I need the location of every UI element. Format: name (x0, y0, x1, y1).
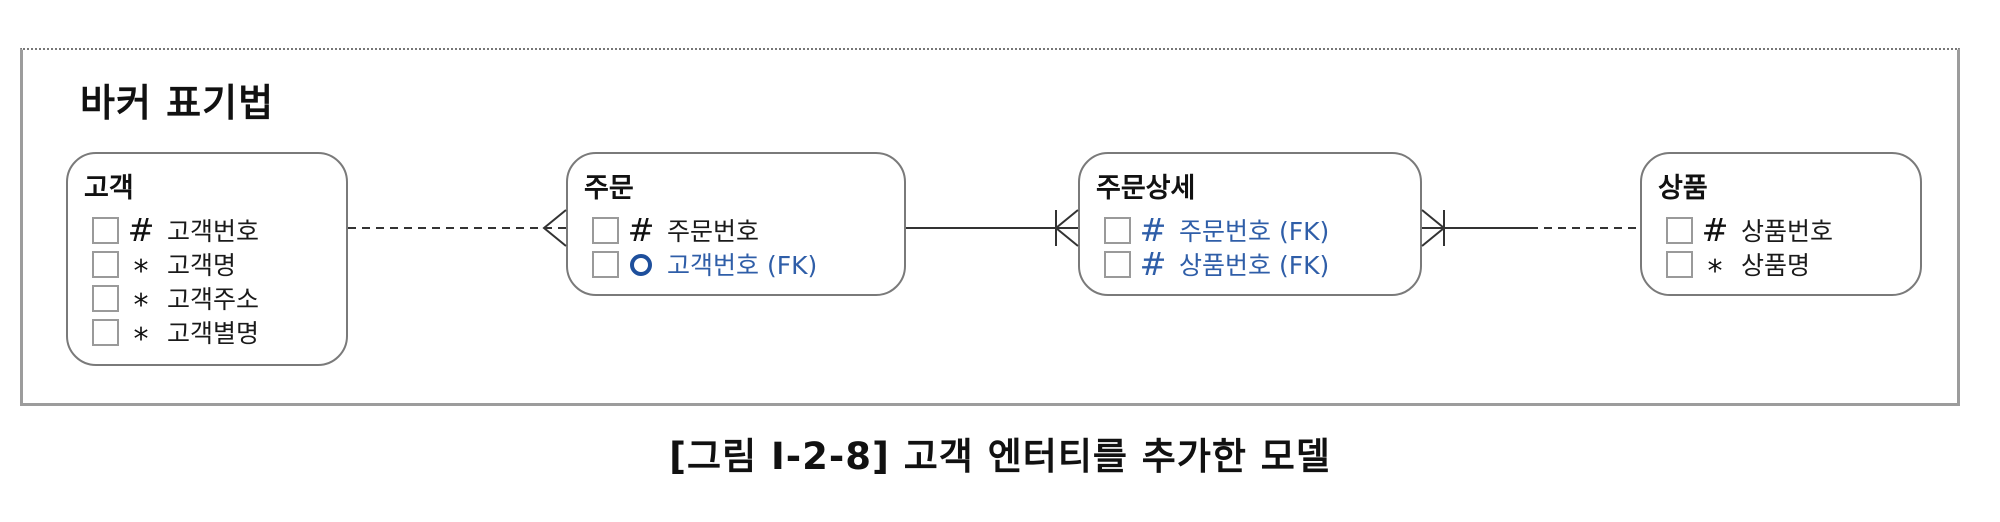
attribute-row: # 고객번호 (92, 214, 259, 246)
optional-circle-icon (630, 253, 652, 276)
attribute-name: 상품번호 (1741, 217, 1834, 246)
attribute-row: * 고객명 (92, 248, 237, 289)
checkbox-icon (1666, 216, 1693, 244)
attribute-name: 주문번호 (FK) (1179, 217, 1330, 246)
relationship-orderdetail-product (1421, 209, 1640, 247)
attribute-name: 고객번호 (FK) (667, 251, 818, 280)
attribute-row: 고객번호 (FK) (592, 248, 817, 280)
attribute-name: 고객별명 (167, 319, 260, 348)
primary-key-marker: # (1701, 211, 1729, 249)
figure-caption: [그림 Ⅰ-2-8] 고객 엔터티를 추가한 모델 (669, 435, 1331, 478)
primary-key-marker: # (627, 211, 655, 249)
primary-key-marker: # (1139, 245, 1167, 283)
entity-order: 주문 # 주문번호 고객번호 (FK) (566, 152, 906, 296)
primary-key-marker: # (127, 211, 155, 249)
attribute-name: 고객명 (167, 251, 237, 280)
attribute-row: * 고객주소 (92, 282, 260, 323)
entity-order-detail: 주문상세 # 주문번호 (FK) # 상품번호 (FK) (1078, 152, 1422, 296)
attribute-name: 상품번호 (FK) (1179, 251, 1330, 280)
relationship-order-orderdetail (906, 209, 1079, 247)
attribute-row: # 주문번호 (FK) (1104, 214, 1329, 246)
attribute-name: 고객주소 (167, 285, 260, 314)
mandatory-marker: * (133, 322, 149, 357)
attribute-name: 주문번호 (667, 217, 760, 246)
entity-name: 주문상세 (1096, 173, 1196, 204)
attribute-row: # 상품번호 (FK) (1104, 248, 1329, 280)
primary-key-marker: # (1139, 211, 1167, 249)
checkbox-icon (92, 284, 119, 312)
checkbox-icon (92, 216, 119, 244)
relationship-customer-order (348, 209, 567, 247)
optional-marker (619, 248, 663, 281)
crows-foot-icon (1421, 209, 1446, 247)
crows-foot-icon (1054, 209, 1079, 247)
mandatory-marker: * (133, 254, 149, 289)
entity-name: 고객 (84, 173, 134, 204)
checkbox-icon (1104, 250, 1131, 278)
attribute-row: * 상품명 (1666, 248, 1811, 289)
checkbox-icon (92, 318, 119, 346)
attribute-name: 상품명 (1741, 251, 1811, 280)
diagram-title: 바커 표기법 (80, 81, 275, 125)
checkbox-icon (592, 216, 619, 244)
entity-customer: 고객 # 고객번호 * 고객명 * 고객주소 * 고객별명 (66, 152, 348, 366)
entity-name: 주문 (584, 173, 634, 204)
checkbox-icon (1666, 250, 1693, 278)
mandatory-marker: * (133, 288, 149, 323)
attribute-row: * 고객별명 (92, 316, 260, 357)
mandatory-marker: * (1707, 254, 1723, 289)
attribute-name: 고객번호 (167, 217, 260, 246)
attribute-row: # 주문번호 (592, 214, 759, 246)
checkbox-icon (1104, 216, 1131, 244)
diagram-frame (20, 48, 1960, 406)
checkbox-icon (92, 250, 119, 278)
checkbox-icon (592, 250, 619, 278)
entity-name: 상품 (1658, 173, 1708, 204)
crows-foot-icon (542, 209, 567, 247)
attribute-row: # 상품번호 (1666, 214, 1833, 246)
entity-product: 상품 # 상품번호 * 상품명 (1640, 152, 1922, 296)
